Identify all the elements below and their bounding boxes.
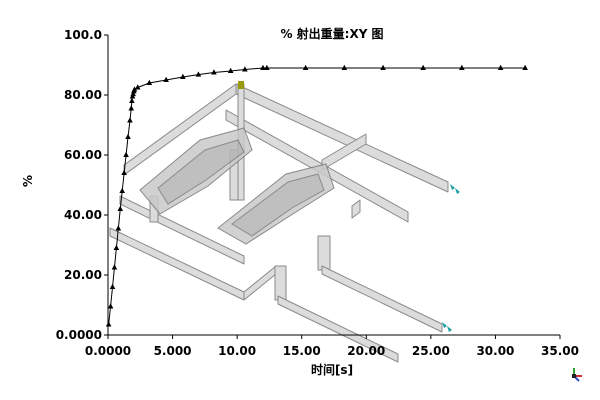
x-axis-label: 时间[s]	[311, 362, 353, 377]
x-tick-label: 10.00	[218, 344, 256, 358]
data-point-marker	[522, 64, 528, 70]
chart-title: % 射出重量:XY 图	[280, 26, 383, 41]
data-point-marker	[146, 79, 153, 85]
data-point-marker	[130, 90, 136, 97]
y-tick-label: 80.00	[64, 88, 102, 102]
data-point-marker	[227, 67, 234, 73]
data-point-marker	[180, 73, 186, 79]
y-tick-label: 40.00	[64, 208, 102, 222]
data-point-marker	[497, 64, 504, 70]
injection-marker-lower	[442, 322, 452, 332]
data-point-marker	[211, 69, 217, 75]
x-tick-label: 30.00	[476, 344, 514, 358]
x-tick-label: 35.00	[541, 344, 579, 358]
data-point-marker	[113, 244, 120, 250]
data-point-marker	[459, 64, 465, 70]
data-point-marker	[127, 117, 133, 123]
data-point-marker	[163, 76, 169, 82]
x-tick-label: 5.000	[154, 344, 192, 358]
part-right-inner	[231, 173, 325, 237]
orientation-axes-icon	[572, 368, 582, 382]
y-tick-label: 60.00	[64, 148, 102, 162]
part-left-inner	[157, 139, 245, 205]
tick-marks	[104, 34, 561, 339]
data-point-marker	[195, 71, 202, 77]
molded-parts	[139, 127, 335, 245]
y-tick-label: 0.0000	[56, 328, 102, 342]
data-point-marker	[121, 169, 127, 175]
data-point-marker	[380, 64, 386, 70]
data-point-marker	[260, 64, 266, 70]
data-point-marker	[117, 205, 124, 211]
data-point-marker	[242, 66, 248, 72]
data-point-marker	[128, 105, 135, 111]
y-axis-label: %	[21, 175, 35, 187]
series-markers	[105, 64, 528, 327]
data-point-marker	[111, 264, 118, 270]
injection-marker-upper	[450, 184, 460, 194]
y-tick-label: 20.00	[64, 268, 102, 282]
gate-marker	[238, 81, 244, 89]
y-tick-labels: 0.0000 20.00 40.00 60.00 80.00 100.0	[56, 28, 102, 342]
data-point-marker	[302, 64, 309, 70]
data-point-marker	[115, 225, 122, 231]
data-point-marker	[420, 64, 426, 70]
data-point-marker	[125, 133, 131, 139]
data-point-marker	[129, 97, 135, 103]
data-point-marker	[109, 283, 116, 289]
x-tick-label: 20.00	[347, 344, 385, 358]
data-point-marker	[264, 64, 270, 70]
x-tick-label: 15.00	[283, 344, 321, 358]
data-point-marker	[134, 84, 141, 90]
x-tick-label: 25.00	[412, 344, 450, 358]
data-point-marker	[119, 187, 126, 193]
data-point-marker	[123, 151, 129, 157]
y-tick-label: 100.0	[64, 28, 102, 42]
data-point-marker	[107, 303, 114, 309]
x-tick-label: 0.0000	[85, 344, 131, 358]
data-point-marker	[341, 64, 348, 70]
x-tick-labels: 0.0000 5.000 10.00 15.00 20.00 25.00 30.00 35.0…	[85, 344, 579, 358]
data-point-marker	[131, 86, 138, 92]
data-point-marker	[105, 321, 112, 327]
